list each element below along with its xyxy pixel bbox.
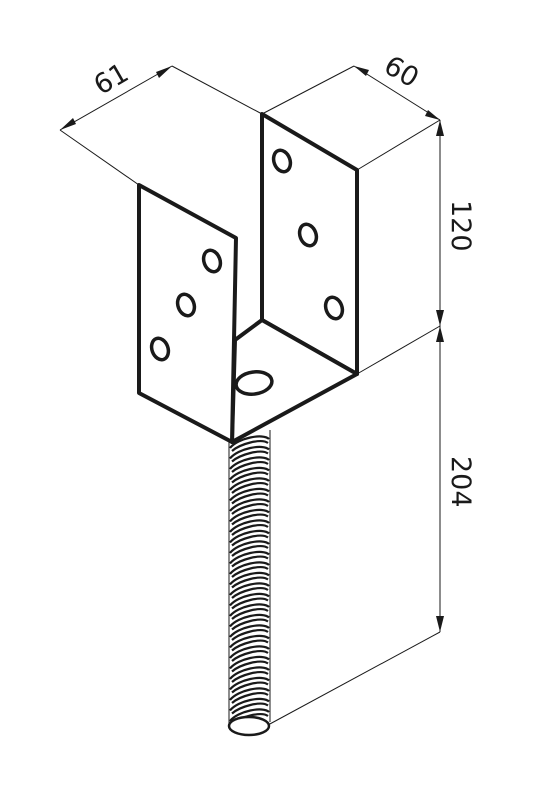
- thread-turn: [229, 466, 270, 484]
- thread-turn: [229, 529, 270, 547]
- dimension-60-label: 60: [379, 50, 424, 94]
- rod-thread: [229, 435, 270, 725]
- thread-turn: [229, 582, 270, 599]
- thread-turn: [229, 477, 270, 494]
- dimension-61-label: 61: [89, 57, 134, 101]
- thread-turn: [229, 487, 270, 505]
- dimension-60: 60: [353, 50, 441, 121]
- extension-lines: [59, 65, 441, 726]
- thread-turn: [229, 624, 270, 641]
- dimension-120-label: 120: [445, 200, 476, 252]
- thread-turn: [229, 561, 270, 578]
- thread-turn: [229, 592, 270, 610]
- thread-turn: [229, 498, 270, 515]
- thread-turn: [229, 676, 270, 694]
- thread-turn: [229, 456, 270, 473]
- thread-turn: [229, 550, 270, 568]
- thread-turn: [229, 666, 270, 683]
- thread-turn: [229, 603, 270, 620]
- hole-right-3: [323, 295, 345, 321]
- thread-turn: [229, 445, 270, 463]
- thread-turn: [229, 435, 270, 452]
- thread-turn: [229, 571, 270, 589]
- thread-turn: [229, 697, 270, 715]
- hole-left-3: [149, 336, 171, 362]
- hole-right-2: [297, 222, 319, 248]
- dimension-204-label: 204: [445, 456, 476, 508]
- thread-turn: [229, 655, 270, 673]
- hole-left-2: [175, 292, 197, 318]
- thread-turn: [229, 687, 270, 704]
- thread-turn: [229, 540, 270, 557]
- hole-left-1: [201, 248, 223, 274]
- hole-base: [234, 370, 274, 396]
- dimension-204: 204: [436, 326, 476, 632]
- threaded-rod: [227, 430, 271, 737]
- dimension-61: 61: [59, 57, 173, 131]
- thread-turn: [229, 645, 270, 662]
- thread-turn: [229, 634, 270, 652]
- rod-end: [227, 715, 271, 737]
- thread-turn: [229, 519, 270, 536]
- dimension-120: 120: [436, 120, 476, 326]
- thread-turn: [229, 508, 270, 526]
- thread-turn: [229, 613, 270, 631]
- hole-right-1: [271, 148, 293, 174]
